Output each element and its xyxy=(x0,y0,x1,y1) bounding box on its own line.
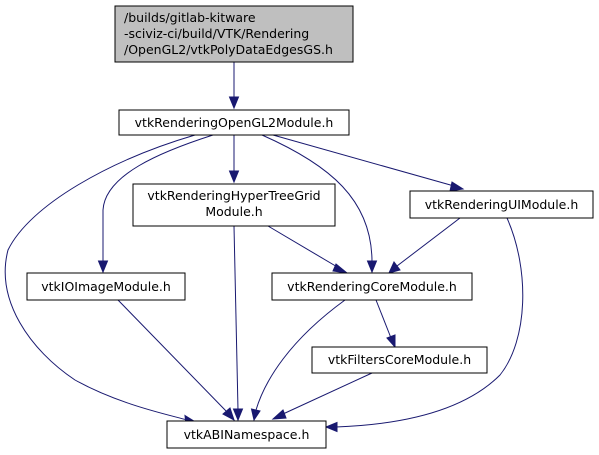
node-label-line: Module.h xyxy=(205,204,262,219)
edge-ui-to-abi xyxy=(335,217,524,428)
node-vtkRenderingUIModule[interactable]: vtkRenderingUIModule.h xyxy=(409,190,594,219)
arrowhead-icon xyxy=(324,421,338,433)
node-vtkRenderingCoreModule[interactable]: vtkRenderingCoreModule.h xyxy=(271,272,473,301)
edge-opengl2-to-ui xyxy=(272,134,455,187)
edge-opengl2-to-ioimage xyxy=(102,134,214,262)
edge-ui-to-core xyxy=(396,217,461,267)
nodes-layer: /builds/gitlab-kitware -sciviz-ci/build/… xyxy=(26,5,594,449)
node-vtkRenderingHyperTreeGridModule[interactable]: vtkRenderingHyperTreeGrid Module.h xyxy=(132,183,336,227)
arrowhead-icon xyxy=(250,408,261,422)
edge-hypertree-to-core xyxy=(267,225,340,269)
arrowhead-icon xyxy=(388,261,401,274)
edge-filters-to-abi xyxy=(282,372,373,415)
node-root-file[interactable]: /builds/gitlab-kitware -sciviz-ci/build/… xyxy=(114,5,354,63)
arrowhead-icon xyxy=(97,260,109,274)
edge-ioimage-to-abi xyxy=(117,299,228,413)
arrowhead-icon xyxy=(332,263,349,274)
node-label-line: /builds/gitlab-kitware xyxy=(124,10,256,25)
arrowhead-icon xyxy=(228,170,240,184)
node-vtkRenderingOpenGL2Module[interactable]: vtkRenderingOpenGL2Module.h xyxy=(118,109,350,136)
edge-hypertree-to-abi xyxy=(233,225,239,411)
node-label: vtkABINamespace.h xyxy=(184,427,310,442)
arrowhead-icon xyxy=(449,181,465,192)
node-vtkABINamespace[interactable]: vtkABINamespace.h xyxy=(166,420,327,449)
node-label-line: -sciviz-ci/build/VTK/Rendering xyxy=(124,26,309,41)
arrowhead-icon xyxy=(271,409,287,420)
arrowhead-icon xyxy=(228,96,240,110)
edge-opengl2-to-core xyxy=(261,134,373,263)
node-vtkIOImageModule[interactable]: vtkIOImageModule.h xyxy=(26,272,186,301)
edge-opengl2-to-abi xyxy=(4,134,196,421)
node-label-line: /OpenGL2/vtkPolyDataEdgesGS.h xyxy=(124,42,333,57)
node-vtkFiltersCoreModule[interactable]: vtkFiltersCoreModule.h xyxy=(311,346,488,374)
node-label: vtkFiltersCoreModule.h xyxy=(328,352,471,367)
edge-core-to-filters xyxy=(375,299,392,339)
arrowhead-icon xyxy=(222,407,235,422)
node-label: vtkRenderingOpenGL2Module.h xyxy=(135,115,334,130)
node-label-line: vtkRenderingHyperTreeGrid xyxy=(147,188,320,203)
arrowhead-icon xyxy=(386,334,396,349)
edge-core-to-abi xyxy=(255,299,346,411)
node-label: vtkRenderingUIModule.h xyxy=(425,197,579,212)
node-label: vtkIOImageModule.h xyxy=(41,279,171,294)
arrowhead-icon xyxy=(366,260,378,274)
node-label: vtkRenderingCoreModule.h xyxy=(287,279,457,294)
arrowhead-icon xyxy=(232,408,244,422)
